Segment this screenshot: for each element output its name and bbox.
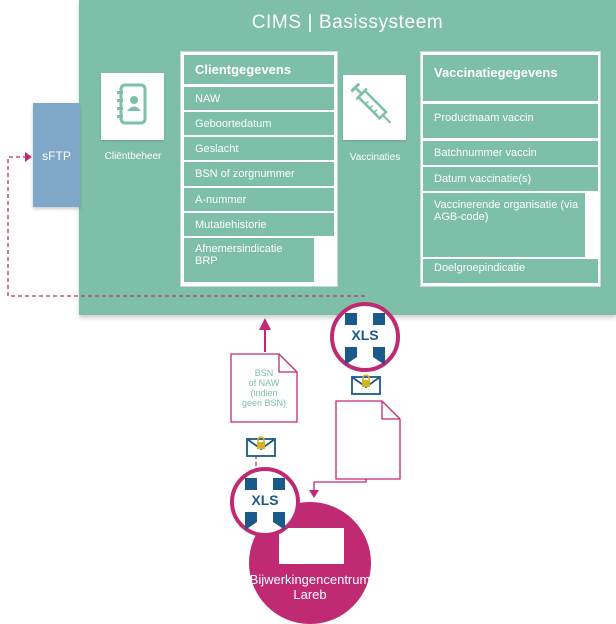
lareb-name: Bijwerkingencentrum Lareb [200, 572, 420, 602]
vacc-row-batchnummer: Batchnummer vaccin [423, 141, 598, 165]
client-row-mutatiehistorie: Mutatiehistorie [184, 213, 334, 236]
client-row-geslacht: Geslacht [184, 137, 334, 160]
vacc-row-organisatie: Vaccinerende organisatie (via AGB-code) [423, 193, 585, 257]
client-module-label: Cliëntbeheer [104, 151, 162, 162]
vacc-row-productnaam: Productnaam vaccin [423, 104, 598, 138]
document-to-lareb-route [309, 478, 367, 498]
lareb-document [279, 528, 344, 564]
bsn-note-line-1: BSN [254, 368, 274, 378]
lareb-line-1: Bijwerkingencentrum [249, 572, 371, 587]
xls-label-upper: XLS [351, 327, 379, 343]
lareb-line-2: Lareb [293, 587, 327, 602]
vaccination-module-label: Vaccinaties [349, 152, 401, 163]
client-row-naw: NAW [184, 87, 334, 110]
vaccination-data-card: Vaccinatiegegevens Productnaam vaccin Ba… [420, 51, 601, 287]
bsn-note: BSN of NAW (indien geen BSN) [232, 368, 296, 408]
client-row-geboortedatum: Geboortedatum [184, 112, 334, 135]
sftp-return-route [7, 152, 365, 297]
bsn-note-line-3: (indien [250, 388, 278, 398]
sftp-label: sFTP [42, 149, 71, 163]
encrypted-mail-icon [351, 374, 381, 395]
client-card-title: Clientgegevens [184, 55, 334, 84]
bsn-note-line-2: of NAW [248, 378, 280, 388]
client-module-tile [101, 73, 164, 140]
vacc-row-datum: Datum vaccinatie(s) [423, 167, 598, 191]
document-icon [335, 400, 401, 480]
upload-arrow [259, 318, 271, 352]
syringe-icon [350, 82, 392, 124]
vaccination-card-title: Vaccinatiegegevens [423, 55, 598, 101]
xls-file-icon [330, 302, 400, 372]
sftp-server [33, 103, 80, 207]
vacc-row-doelgroep: Doelgroepindicatie [423, 259, 598, 283]
vaccination-module-tile [343, 75, 406, 140]
client-data-card: Clientgegevens NAW Geboortedatum Geslach… [180, 51, 338, 287]
client-row-bsn: BSN of zorgnummer [184, 162, 334, 186]
xls-file-icon [230, 467, 300, 537]
client-row-a-nummer: A-nummer [184, 188, 334, 211]
client-row-afnemersindicatie: Afnemersindicatie BRP [184, 238, 314, 282]
bsn-note-line-4: geen BSN) [241, 398, 287, 408]
encrypted-mail-icon [246, 436, 276, 457]
contact-book-icon [117, 83, 147, 125]
xls-label-lower: XLS [251, 492, 279, 508]
bsn-document-icon [230, 353, 298, 423]
system-title: CIMS | Basissysteem [251, 12, 444, 33]
